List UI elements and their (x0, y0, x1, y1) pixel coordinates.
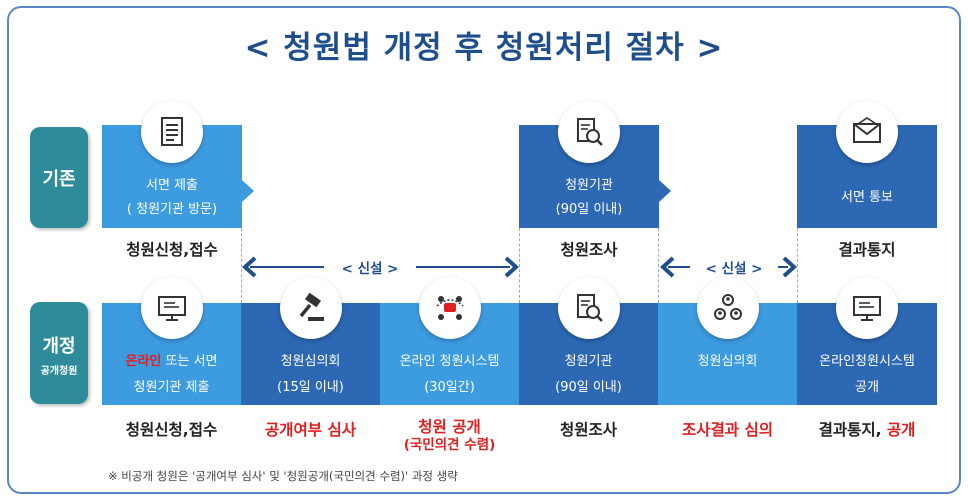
new-caption-1: 청원신청,접수 (125, 421, 218, 439)
new-step-review-line2: (15일 이내) (277, 380, 344, 395)
new-step-submit: 온라인 또는 서면 청원기관 제출 (102, 277, 241, 405)
row-label-new-text: 개정 (42, 336, 76, 357)
new-caption-2: 공개여부 심사 (265, 421, 356, 439)
footnote: ※ 비공개 청원은 '공개여부 심사' 및 '청원공개(국민의견 수렴)' 과정… (108, 469, 458, 483)
monitor-icon (836, 277, 898, 339)
old-step-notify: 서면 통보 (797, 101, 937, 228)
new-span-arrowhead-left-2 (660, 256, 675, 278)
document-search-icon (557, 277, 620, 339)
new-step-publish-line2: (30일간) (424, 380, 475, 395)
envelope-icon (836, 101, 898, 163)
new-span-arrowhead-right-1 (504, 256, 519, 278)
new-span-arrowhead-right-2 (782, 256, 797, 278)
monitor-icon (140, 277, 203, 339)
new-caption-6-red: 공개 (886, 421, 916, 439)
new-step-submit-line1-rest: 또는 서면 (161, 354, 218, 369)
new-step-deliberate-line1: 청원심의회 (697, 354, 758, 369)
new-step-review-line1: 청원심의회 (280, 354, 341, 369)
old-caption-1: 청원신청,접수 (126, 241, 218, 259)
new-step-investigate: 청원기관 (90일 이내) (519, 277, 658, 405)
gavel-icon (279, 277, 342, 339)
new-caption-3-main: 청원 공개 (418, 418, 481, 436)
new-step-review: 청원심의회 (15일 이내) (241, 277, 380, 405)
old-caption-2: 청원조사 (560, 241, 618, 259)
old-chevron-2 (659, 180, 671, 202)
new-step-notify-line2: 공개 (855, 380, 879, 395)
old-step-submit-line1: 서면 제출 (146, 178, 198, 193)
divider-3 (658, 228, 659, 303)
new-label-1: < 신설 > (324, 257, 416, 277)
old-step-investigate-line1: 청원기관 (565, 178, 613, 193)
new-step-notify-line1: 온라인청원시스템 (819, 354, 915, 369)
new-caption-3-sub: (국민의견 수렴) (403, 437, 496, 453)
divider-2 (519, 228, 520, 303)
new-step-submit-line1: 온라인 또는 서면 (102, 347, 241, 377)
row-label-new-sub: 공개청원 (40, 366, 78, 377)
old-step-investigate: 청원기관 (90일 이내) (519, 101, 659, 228)
people-network-icon (418, 277, 481, 339)
old-chevron-1 (242, 180, 254, 202)
old-step-submit: 서면 제출 ( 청원기관 방문) (102, 101, 242, 228)
new-step-publish: 온라인 청원시스템 (30일간) (380, 277, 519, 405)
old-step-notify-line1: 서면 통보 (841, 190, 893, 205)
new-step-investigate-line1: 청원기관 (564, 354, 613, 369)
committee-icon (696, 277, 759, 339)
divider-4 (797, 228, 798, 303)
new-caption-6-main: 결과통지, (818, 421, 887, 439)
row-label-old-text: 기존 (42, 169, 76, 190)
new-step-publish-line1: 온라인 청원시스템 (399, 354, 500, 369)
row-label-new: 개정 공개청원 (30, 302, 88, 404)
page-title: < 청원법 개정 후 청원처리 절차 > (244, 30, 724, 66)
old-caption-3: 결과통지 (838, 241, 896, 259)
old-step-submit-line2: ( 청원기관 방문) (126, 202, 218, 217)
row-label-old: 기존 (30, 127, 88, 228)
new-span-arrowhead-left-1 (242, 256, 257, 278)
old-step-investigate-line2: (90일 이내) (555, 202, 623, 217)
new-step-deliberate: 청원심의회 (658, 277, 797, 405)
new-step-notify: 온라인청원시스템 공개 (797, 277, 937, 405)
new-caption-6: 결과통지, 공개 (797, 418, 937, 440)
new-step-investigate-line2: (90일 이내) (555, 380, 622, 395)
divider-1 (241, 228, 242, 303)
new-caption-4: 청원조사 (559, 421, 618, 439)
online-emphasis: 온라인 (125, 354, 162, 369)
new-caption-3: 청원 공개 (국민의견 수렴) (380, 418, 519, 454)
diagram-frame (7, 6, 961, 494)
new-label-2: < 신설 > (690, 257, 778, 277)
new-caption-5: 조사결과 심의 (682, 421, 773, 439)
document-search-icon (558, 101, 620, 163)
document-list-icon (141, 101, 203, 163)
new-step-submit-line2: 청원기관 제출 (133, 380, 210, 395)
